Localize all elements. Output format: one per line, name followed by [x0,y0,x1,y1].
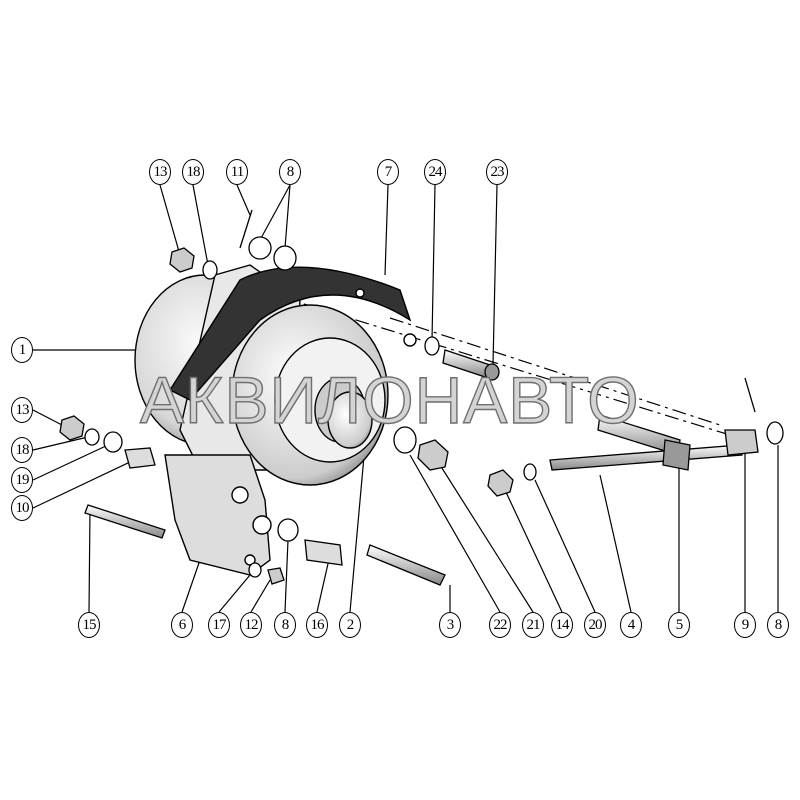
callout-18: 18 [182,159,204,185]
callout-9: 9 [734,612,756,638]
callout-15: 15 [78,612,100,638]
callout-18: 18 [11,437,33,463]
callout-2: 2 [339,612,361,638]
callout-14: 14 [551,612,573,638]
callout-12: 12 [240,612,262,638]
leader-lines [32,184,779,613]
callout-23: 23 [486,159,508,185]
callout-4: 4 [620,612,642,638]
watermark: АКВИЛОНАВТО [139,362,640,437]
callout-13: 13 [11,397,33,423]
callout-11: 11 [226,159,248,185]
callout-22: 22 [489,612,511,638]
callout-7: 7 [377,159,399,185]
callout-13: 13 [149,159,171,185]
callout-3: 3 [439,612,461,638]
hardware-parts [59,209,784,586]
callout-1: 1 [11,337,33,363]
callout-21: 21 [522,612,544,638]
callout-20: 20 [584,612,606,638]
callout-16: 16 [306,612,328,638]
callout-5: 5 [668,612,690,638]
callout-24: 24 [424,159,446,185]
callout-6: 6 [171,612,193,638]
callout-19: 19 [11,467,33,493]
callout-8: 8 [274,612,296,638]
callout-8: 8 [279,159,301,185]
callout-8: 8 [767,612,789,638]
callout-17: 17 [208,612,230,638]
callout-10: 10 [11,495,33,521]
